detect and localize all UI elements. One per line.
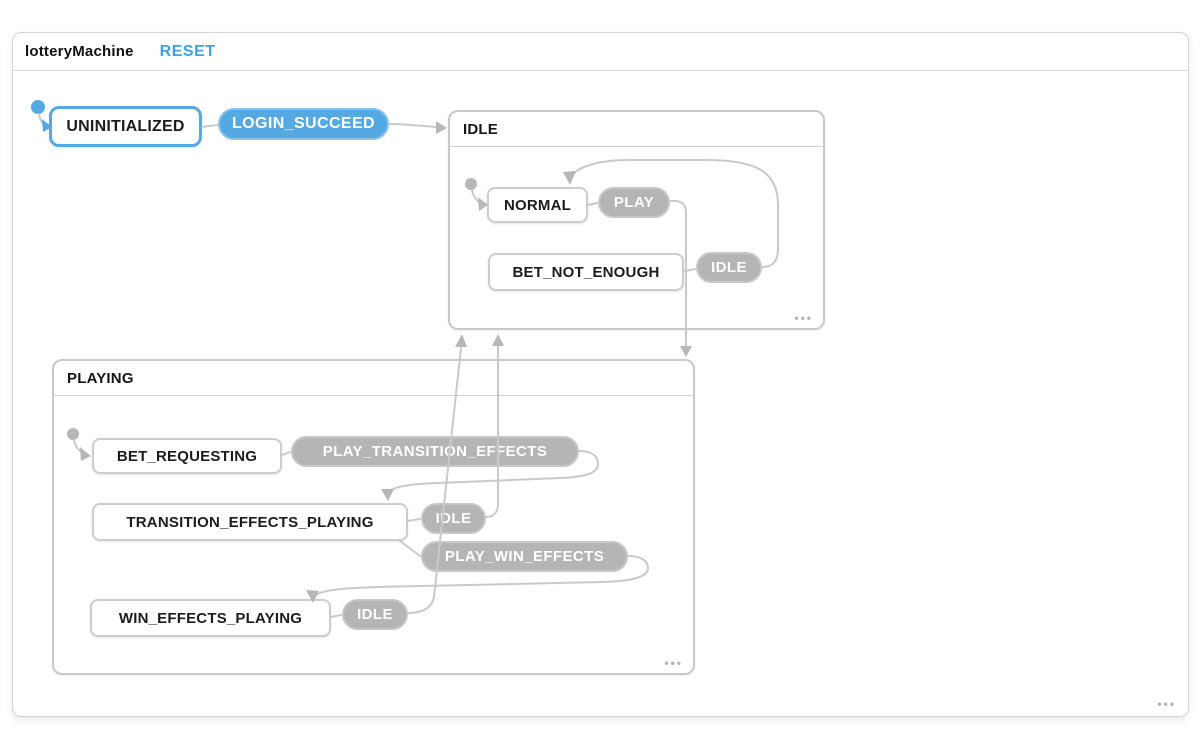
state-uninitialized[interactable]: UNINITIALIZED	[49, 106, 202, 147]
idle-more-indicator[interactable]: •••	[794, 311, 813, 325]
state-normal[interactable]: NORMAL	[487, 187, 588, 223]
playing-more-indicator[interactable]: •••	[664, 656, 683, 670]
event-idle-from-transition-effects[interactable]: IDLE	[421, 503, 486, 534]
event-idle-from-win-effects[interactable]: IDLE	[342, 599, 408, 630]
state-win-effects-playing[interactable]: WIN_EFFECTS_PLAYING	[90, 599, 331, 637]
machine-more-indicator[interactable]: •••	[1157, 697, 1176, 711]
machine-header: lotteryMachine RESET	[13, 33, 1188, 71]
event-play-win-effects[interactable]: PLAY_WIN_EFFECTS	[421, 541, 628, 572]
reset-button[interactable]: RESET	[159, 42, 216, 60]
machine-title: lotteryMachine	[25, 43, 134, 60]
state-idle-title: IDLE	[450, 112, 823, 147]
state-bet-not-enough[interactable]: BET_NOT_ENOUGH	[488, 253, 684, 291]
event-login-succeed[interactable]: LOGIN_SUCCEED	[218, 108, 389, 140]
event-play-transition-effects[interactable]: PLAY_TRANSITION_EFFECTS	[291, 436, 579, 467]
state-bet-requesting[interactable]: BET_REQUESTING	[92, 438, 282, 474]
event-play[interactable]: PLAY	[598, 187, 670, 218]
state-playing-title: PLAYING	[54, 361, 693, 396]
event-idle-from-bet-not-enough[interactable]: IDLE	[696, 252, 762, 283]
state-transition-effects-playing[interactable]: TRANSITION_EFFECTS_PLAYING	[92, 503, 408, 541]
